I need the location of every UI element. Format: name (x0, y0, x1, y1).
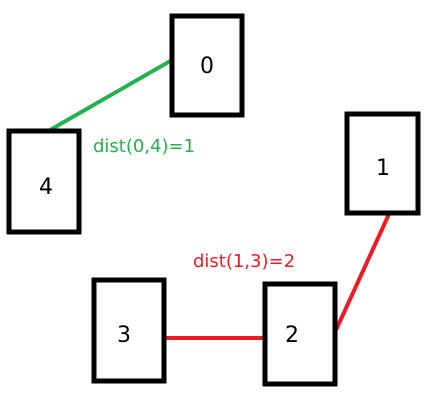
node-4-box (6, 128, 82, 235)
node-3: 3 (91, 277, 167, 384)
node-1-label: 1 (376, 156, 390, 181)
node-2-label: 2 (285, 323, 299, 348)
node-2: 2 (262, 281, 338, 387)
node-2-box (262, 281, 338, 387)
node-4: 4 (6, 128, 82, 235)
annotation-dist-0-4: dist(0,4)=1 (93, 136, 195, 157)
node-0-box (169, 13, 245, 118)
edges (48, 58, 391, 340)
annotation-dist-1-3: dist(1,3)=2 (193, 251, 295, 272)
node-0-label: 0 (200, 54, 214, 79)
node-1-box (344, 111, 421, 216)
node-4-label: 4 (39, 175, 53, 200)
node-3-box (91, 277, 167, 384)
node-1: 1 (344, 111, 421, 216)
edge-1-2 (334, 212, 391, 332)
node-0: 0 (169, 13, 245, 118)
edge-0-4 (48, 58, 174, 132)
node-3-label: 3 (117, 323, 131, 348)
